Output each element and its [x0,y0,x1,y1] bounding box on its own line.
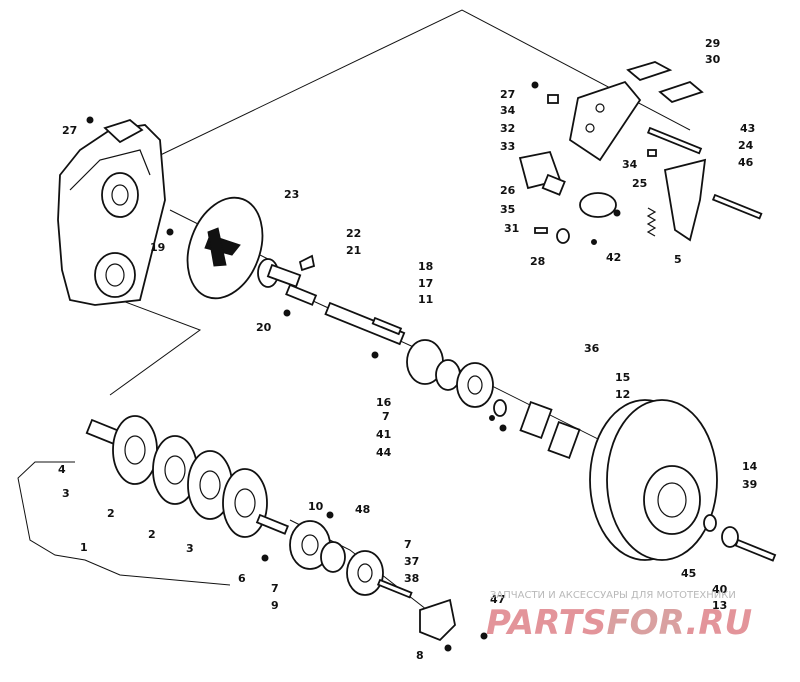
callout: 35 [500,203,515,216]
callout: 27 [62,124,77,137]
watermark-logo-ru: .RU [685,603,752,643]
callout: 4 [58,463,66,476]
callout: 34 [622,158,638,171]
bearing-housing [371,339,507,432]
callout: 7 [382,410,390,423]
callout: 27 [500,88,515,101]
callout: 33 [500,140,515,153]
callout: 39 [742,478,757,491]
callout: 9 [271,599,279,612]
lower-bearing-assembly [261,511,488,652]
callout: 30 [705,53,721,66]
gearcase-housing [57,116,166,306]
callout: 24 [738,139,754,152]
callout: 43 [740,122,755,135]
callout: 2 [107,507,115,520]
callout: 20 [256,321,272,334]
callout: 3 [186,542,194,555]
callout: 17 [418,277,433,290]
callout: 2 [148,528,156,541]
spacers [519,400,581,460]
callout: 16 [376,396,392,409]
drive-sprocket-stack [85,415,289,538]
callout: 31 [504,222,519,235]
callout: 8 [416,649,424,662]
callout: 48 [355,503,370,516]
callout: 22 [346,227,361,240]
callout: 42 [606,251,621,264]
callout: 41 [376,428,391,441]
callout: 5 [674,253,682,266]
watermark-tagline: ЗАПЧАСТИ И АКСЕССУАРЫ ДЛЯ МОТОТЕХНИКИ [490,590,736,601]
callout: 15 [615,371,630,384]
callout: 46 [738,156,754,169]
watermark: ЗАПЧАСТИ И АКСЕССУАРЫ ДЛЯ МОТОТЕХНИКИ PA… [486,590,752,643]
callout: 40 [712,583,728,596]
watermark-logo: PARTSFOR.RU [486,603,752,643]
callout: 45 [681,567,696,580]
callout: 28 [530,255,545,268]
upper-shaft [324,301,406,346]
callout: 13 [712,599,727,612]
sprocket-plate [166,196,264,300]
bearing-assembly-upper [257,254,318,317]
callout: 10 [308,500,324,513]
callout: 19 [150,241,165,254]
callout: 26 [500,184,516,197]
callout: 47 [490,593,505,606]
watermark-logo-for: FOR [606,603,685,643]
callout: 21 [346,244,361,257]
large-sprocket [589,399,777,562]
group-bracket [17,461,231,586]
callout: 34 [500,104,516,117]
callout: 11 [418,293,433,306]
callout: 37 [404,555,419,568]
callout: 14 [742,460,758,473]
callout: 18 [418,260,433,273]
callout: 3 [62,487,70,500]
callout: 1 [80,541,88,554]
callout: 25 [632,177,647,190]
callout: 36 [584,342,600,355]
callout-labels: 27 19 23 22 21 20 18 17 11 16 7 41 44 36… [58,37,758,662]
callout: 12 [615,388,630,401]
callout: 44 [376,446,392,459]
callout: 32 [500,122,515,135]
callout: 7 [404,538,412,551]
callout: 6 [238,572,246,585]
tensioner-assembly [518,61,763,245]
watermark-logo-parts: PARTS [486,603,606,643]
callout: 7 [271,582,279,595]
callout: 23 [284,188,299,201]
callout: 29 [705,37,720,50]
callout: 38 [404,572,419,585]
